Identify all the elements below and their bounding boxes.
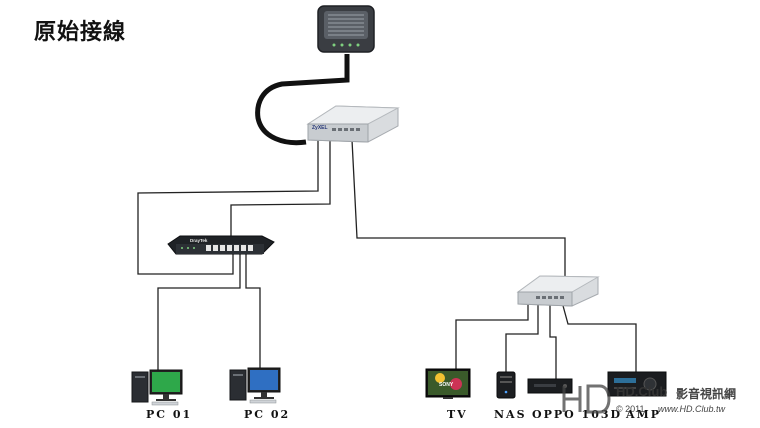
router-icon: DrayTek (167, 235, 275, 255)
nas-label: NAS (494, 408, 527, 421)
sub-switch-icon (516, 275, 600, 307)
cables (137, 54, 637, 379)
page-title: 原始接線 (34, 20, 127, 45)
watermark-url: www.HD.Club.tw (658, 404, 726, 414)
watermark-cn: 影音視訊網 (676, 387, 737, 401)
switch-brand: ZyXEL (312, 125, 328, 131)
cable-switch-subswitch (351, 139, 566, 283)
tv-icon: SONY (425, 368, 471, 399)
watermark-brand: HD.Club (616, 384, 668, 399)
cable-modem-switch (255, 54, 350, 146)
modem-icon (317, 5, 375, 53)
tv-label: TV (447, 408, 468, 421)
watermark-year: © 2011 (616, 404, 645, 414)
cable-sub-nas (505, 302, 539, 372)
router-brand: DrayTek (190, 238, 208, 243)
tv-brand: SONY (439, 382, 454, 388)
pc1-icon (131, 369, 183, 406)
watermark: HD.Club 影音視訊網 © 2011 www.HD.Club.tw (560, 378, 756, 422)
pc1-label: PC 01 (146, 408, 193, 421)
amplifier-icon (607, 371, 667, 397)
nas-icon (496, 371, 516, 399)
cable-switch-router-a (137, 140, 319, 275)
cable-sub-amp (561, 301, 637, 372)
pc2-icon (229, 367, 281, 404)
cable-router-pc2 (245, 254, 261, 368)
cable-sub-tv (455, 302, 529, 369)
bluray-player-icon (527, 378, 573, 394)
amp-label: AMP (626, 408, 661, 421)
watermark-logo-icon (562, 384, 611, 414)
main-switch-icon: ZyXEL (306, 105, 400, 143)
pc2-label: PC 02 (244, 408, 291, 421)
cable-switch-router-b (230, 140, 331, 236)
cable-router-pc1 (157, 254, 241, 372)
cable-sub-oppo (549, 302, 557, 379)
